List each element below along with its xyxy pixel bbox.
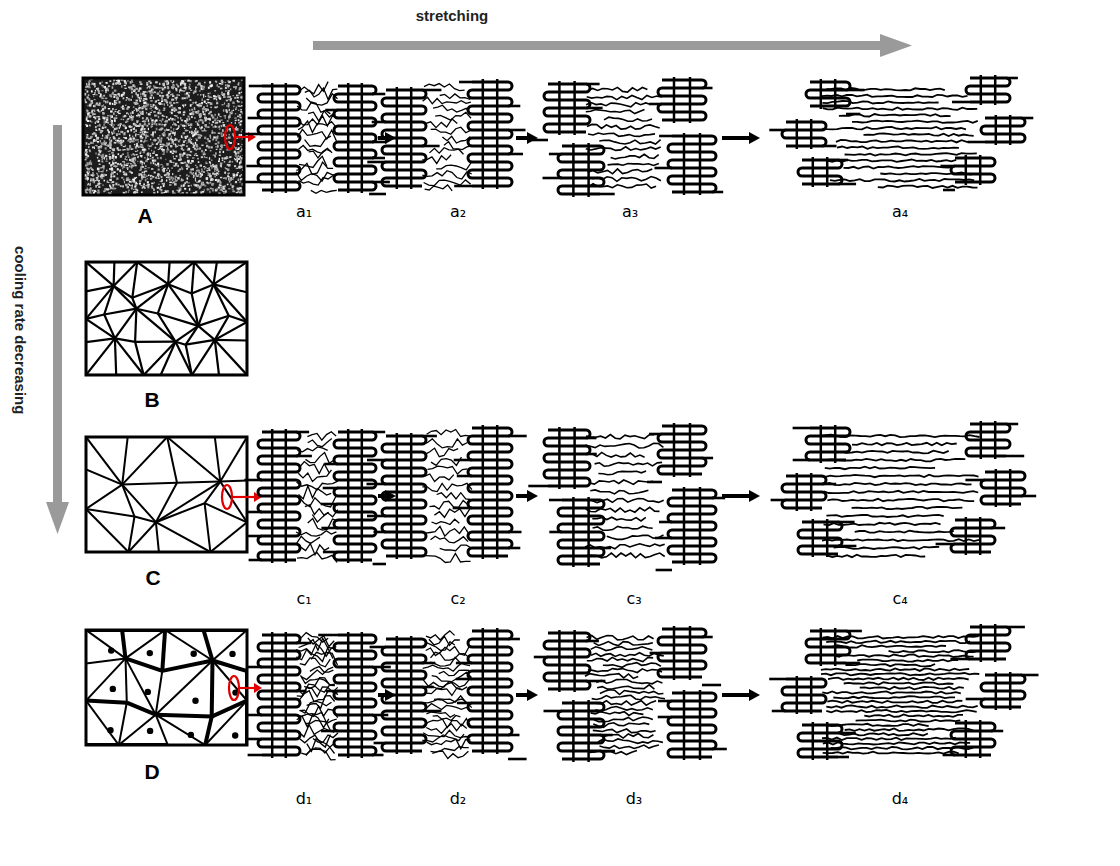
coarse-spherulites-nuclei	[86, 630, 247, 745]
lamellae-stage	[370, 628, 527, 759]
stage-label: c₁	[296, 590, 311, 608]
quenched-morphology	[83, 78, 245, 195]
lamellae-stage	[534, 626, 727, 762]
step-arrow	[722, 490, 760, 502]
lamellae-stage	[245, 82, 390, 194]
stage-label: d₂	[450, 790, 467, 808]
stage-label: a₂	[450, 203, 466, 221]
stage-label: a₁	[296, 203, 312, 221]
stage-label: a₄	[892, 203, 908, 221]
lamellae-stage	[771, 421, 1037, 557]
coarse-spherulites	[86, 437, 247, 552]
step-arrow	[378, 132, 396, 144]
zoom-marker	[222, 485, 262, 509]
stage-label: d₄	[892, 790, 909, 808]
step-arrow	[378, 689, 396, 701]
lamellae-stage	[247, 632, 391, 760]
lamellae-stage	[769, 624, 1038, 760]
stage-label: a₃	[622, 203, 638, 221]
lamellae-stage	[367, 79, 525, 194]
stretch-arrow	[313, 34, 912, 57]
lamellae-stage	[244, 429, 385, 563]
stage-label: d₁	[296, 790, 313, 808]
panel-letter: C	[145, 566, 160, 589]
panel-letter: D	[144, 760, 159, 783]
step-arrow	[722, 689, 760, 701]
axis-label: cooling rate decreasing	[12, 246, 29, 414]
step-arrow	[516, 689, 538, 701]
step-arrow	[516, 132, 538, 144]
zoom-marker	[225, 125, 256, 149]
stage-label: c₃	[626, 590, 641, 608]
axis-label: stretching	[416, 8, 489, 25]
stage-label: c₄	[892, 590, 907, 608]
panel-letter: B	[144, 388, 159, 411]
step-arrow	[378, 490, 396, 502]
step-arrow	[516, 490, 538, 502]
lamellae-stage	[367, 425, 527, 564]
fine-spherulites	[86, 262, 247, 375]
stage-label: d₃	[626, 790, 643, 808]
cooling-arrow	[46, 125, 69, 534]
panel-letter: A	[137, 204, 152, 227]
step-arrow	[722, 132, 760, 144]
lamellae-stage	[532, 77, 724, 197]
stage-label: c₂	[450, 590, 465, 608]
lamellae-stage	[769, 75, 1033, 190]
lamellae-stage	[528, 423, 725, 570]
